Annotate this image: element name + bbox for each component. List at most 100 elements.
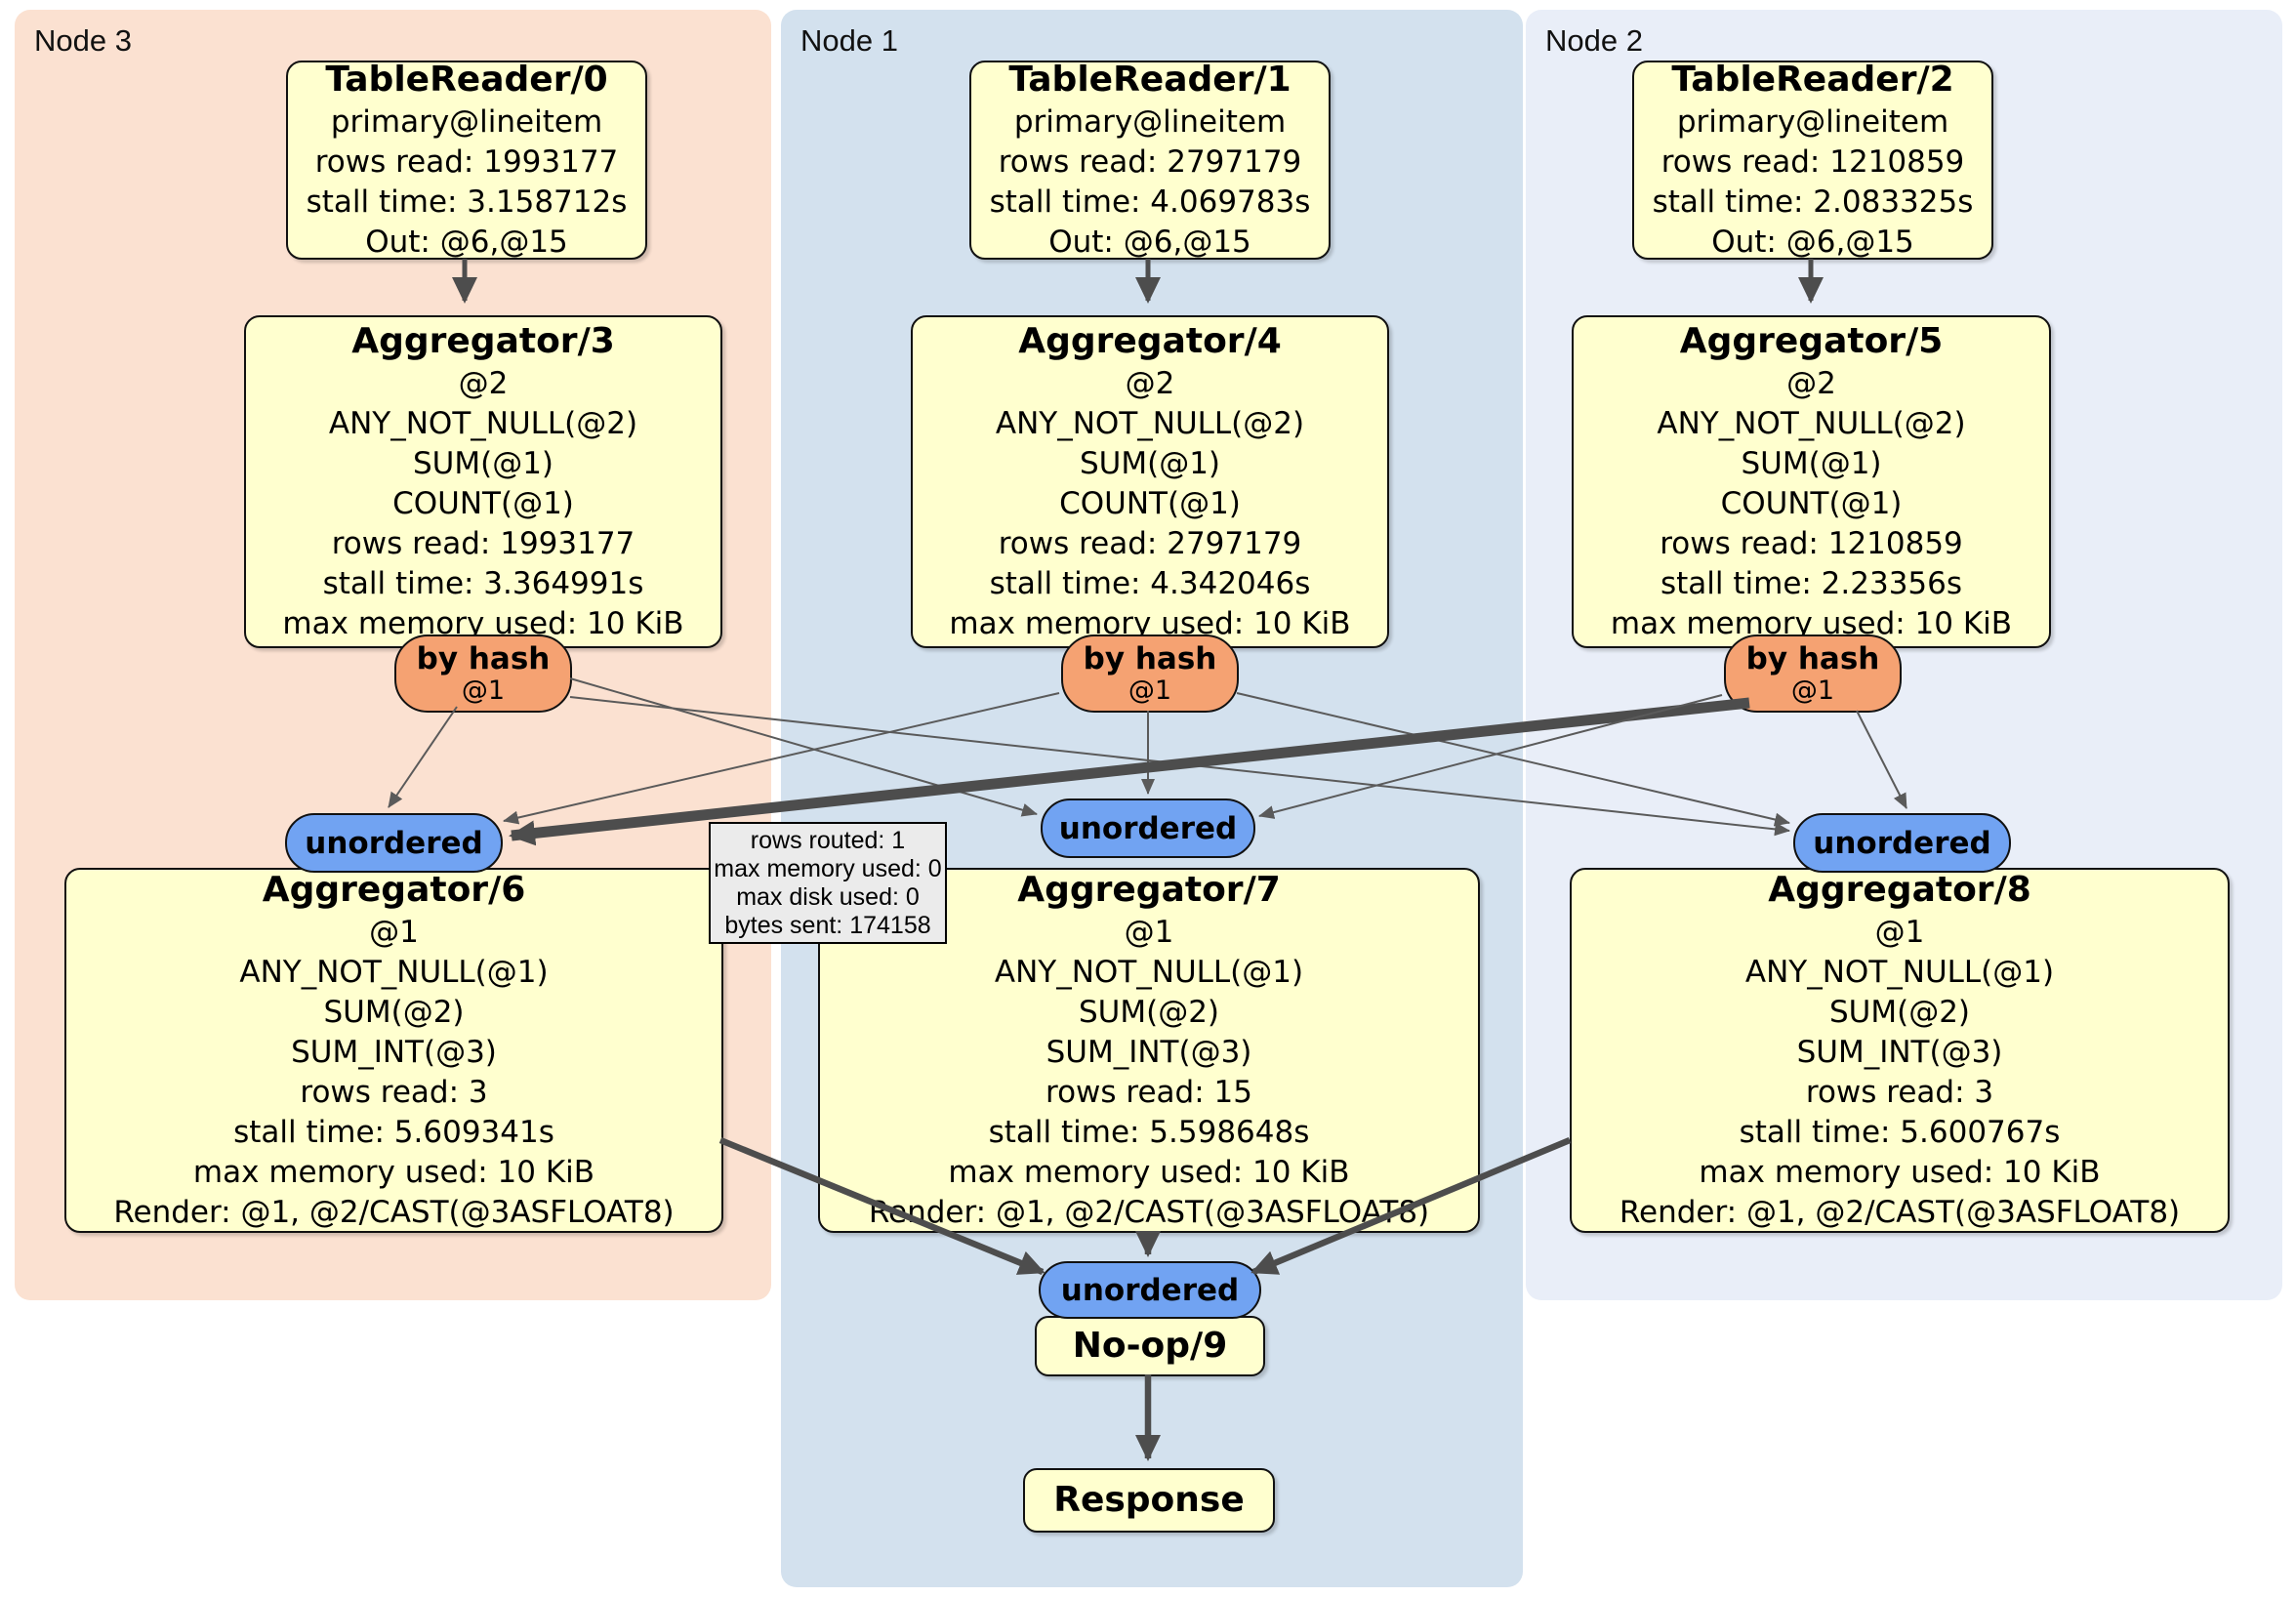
box-line: primary@lineitem	[1013, 104, 1287, 140]
box-line: ANY_NOT_NULL(@1)	[239, 955, 549, 990]
box-line: max memory used: 10 KiB	[1699, 1155, 2101, 1190]
box-line: SUM(@2)	[1828, 995, 1971, 1030]
tooltip-line: max disk used: 0	[736, 882, 920, 911]
edge-agg8-unordered-final[interactable]	[1250, 1137, 1572, 1275]
box-line: SUM(@1)	[1741, 446, 1882, 481]
box-line: rows read: 2797179	[998, 526, 1302, 561]
region-node-2-label: Node 2	[1545, 23, 1643, 58]
tooltip-line: max memory used: 0	[714, 854, 942, 882]
box-line: stall time: 4.342046s	[989, 566, 1311, 601]
box-line: stall time: 5.609341s	[233, 1115, 554, 1150]
box-line: rows read: 2797179	[998, 144, 1302, 180]
node-response: Response	[1023, 1468, 1275, 1533]
tooltip-line: bytes sent: 174158	[724, 911, 931, 939]
box-line: Out: @6,@15	[365, 225, 568, 260]
node-tablereader-1: TableReader/1 primary@lineitem rows read…	[969, 60, 1331, 260]
box-line: primary@lineitem	[1676, 104, 1949, 140]
box-line: rows read: 1993177	[331, 526, 636, 561]
box-title: TableReader/1	[1008, 60, 1292, 100]
box-line: ANY_NOT_NULL(@1)	[1744, 955, 2055, 990]
node-aggregator-3: Aggregator/3 @2 ANY_NOT_NULL(@2) SUM(@1)…	[244, 315, 722, 648]
router-by-hash-3: by hash @1	[394, 635, 572, 713]
box-line: stall time: 3.364991s	[322, 566, 644, 601]
node-tablereader-2: TableReader/2 primary@lineitem rows read…	[1632, 60, 1993, 260]
edge-byhash4-unordered6[interactable]	[503, 692, 1060, 825]
box-title: Aggregator/3	[351, 321, 615, 361]
router-by-hash-4: by hash @1	[1061, 635, 1239, 713]
box-line: @1	[1874, 915, 1925, 950]
edge-agg6-unordered-final[interactable]	[718, 1136, 1046, 1276]
router-column: @1	[1128, 676, 1172, 706]
box-line: ANY_NOT_NULL(@1)	[994, 955, 1304, 990]
box-title: Aggregator/5	[1679, 321, 1944, 361]
box-line: @1	[1124, 915, 1174, 950]
edge-byhash5-unordered7[interactable]	[1258, 694, 1723, 819]
edge-byhash5-unordered8[interactable]	[1856, 710, 1907, 809]
router-label: by hash	[1083, 641, 1217, 676]
box-line: stall time: 5.600767s	[1739, 1115, 2061, 1150]
sync-label: unordered	[1060, 1272, 1240, 1308]
box-line: Render: @1, @2/CAST(@3ASFLOAT8)	[1619, 1195, 2181, 1230]
box-line: SUM(@1)	[412, 446, 554, 481]
sync-unordered-6: unordered	[285, 813, 503, 873]
box-line: COUNT(@1)	[1720, 486, 1903, 521]
node-aggregator-8: Aggregator/8 @1 ANY_NOT_NULL(@1) SUM(@2)…	[1570, 868, 2230, 1233]
box-title: Aggregator/7	[1017, 870, 1281, 910]
box-line: rows read: 3	[1805, 1075, 1994, 1110]
box-line: stall time: 2.083325s	[1652, 184, 1974, 220]
box-line: stall time: 5.598648s	[988, 1115, 1310, 1150]
box-line: ANY_NOT_NULL(@2)	[1657, 406, 1966, 441]
edge-byhash5-unordered6[interactable]	[509, 697, 1750, 846]
sync-label: unordered	[1058, 810, 1238, 846]
box-title: Response	[1053, 1480, 1245, 1520]
box-title: Aggregator/6	[262, 870, 526, 910]
node-aggregator-4: Aggregator/4 @2 ANY_NOT_NULL(@2) SUM(@1)…	[911, 315, 1389, 648]
box-line: COUNT(@1)	[1059, 486, 1241, 521]
box-line: Out: @6,@15	[1711, 225, 1914, 260]
router-label: by hash	[1745, 641, 1880, 676]
box-line: SUM(@2)	[323, 995, 465, 1030]
router-label: by hash	[416, 641, 551, 676]
box-line: max memory used: 10 KiB	[948, 1155, 1350, 1190]
tooltip-line: rows routed: 1	[750, 826, 906, 854]
box-line: rows read: 1210859	[1660, 526, 1963, 561]
edge-stats-tooltip: rows routed: 1 max memory used: 0 max di…	[709, 822, 947, 944]
box-line: @1	[369, 915, 419, 950]
edge-byhash3-unordered6[interactable]	[388, 706, 458, 808]
box-line: @2	[1786, 366, 1836, 401]
box-line: stall time: 3.158712s	[306, 184, 628, 220]
region-node-1-label: Node 1	[800, 23, 898, 58]
node-aggregator-6: Aggregator/6 @1 ANY_NOT_NULL(@1) SUM(@2)…	[64, 868, 723, 1233]
box-line: Render: @1, @2/CAST(@3ASFLOAT8)	[113, 1195, 675, 1230]
box-line: max memory used: 10 KiB	[192, 1155, 595, 1190]
box-line: SUM(@2)	[1078, 995, 1220, 1030]
region-node-3-label: Node 3	[34, 23, 132, 58]
edge-byhash4-unordered8[interactable]	[1236, 692, 1790, 827]
box-title: No-op/9	[1072, 1326, 1228, 1366]
box-line: rows read: 3	[300, 1075, 488, 1110]
box-line: rows read: 1210859	[1660, 144, 1965, 180]
box-line: ANY_NOT_NULL(@2)	[995, 406, 1305, 441]
box-line: SUM_INT(@3)	[1046, 1035, 1252, 1070]
box-line: rows read: 1993177	[314, 144, 619, 180]
router-column: @1	[1790, 676, 1835, 706]
sync-unordered-final: unordered	[1039, 1261, 1261, 1319]
router-column: @1	[461, 676, 506, 706]
sync-label: unordered	[1813, 825, 1991, 861]
box-line: Render: @1, @2/CAST(@3ASFLOAT8)	[868, 1195, 1430, 1230]
box-line: primary@lineitem	[330, 104, 603, 140]
box-line: SUM_INT(@3)	[1796, 1035, 2003, 1070]
box-title: Aggregator/4	[1018, 321, 1282, 361]
box-line: SUM_INT(@3)	[291, 1035, 497, 1070]
box-line: ANY_NOT_NULL(@2)	[328, 406, 638, 441]
box-title: Aggregator/8	[1768, 870, 2031, 910]
box-line: stall time: 4.069783s	[989, 184, 1311, 220]
sync-unordered-8: unordered	[1793, 813, 2011, 873]
box-line: rows read: 15	[1046, 1075, 1252, 1110]
sync-unordered-7: unordered	[1041, 798, 1255, 858]
node-aggregator-5: Aggregator/5 @2 ANY_NOT_NULL(@2) SUM(@1)…	[1572, 315, 2051, 648]
sync-label: unordered	[305, 825, 483, 861]
box-title: TableReader/2	[1671, 60, 1954, 100]
